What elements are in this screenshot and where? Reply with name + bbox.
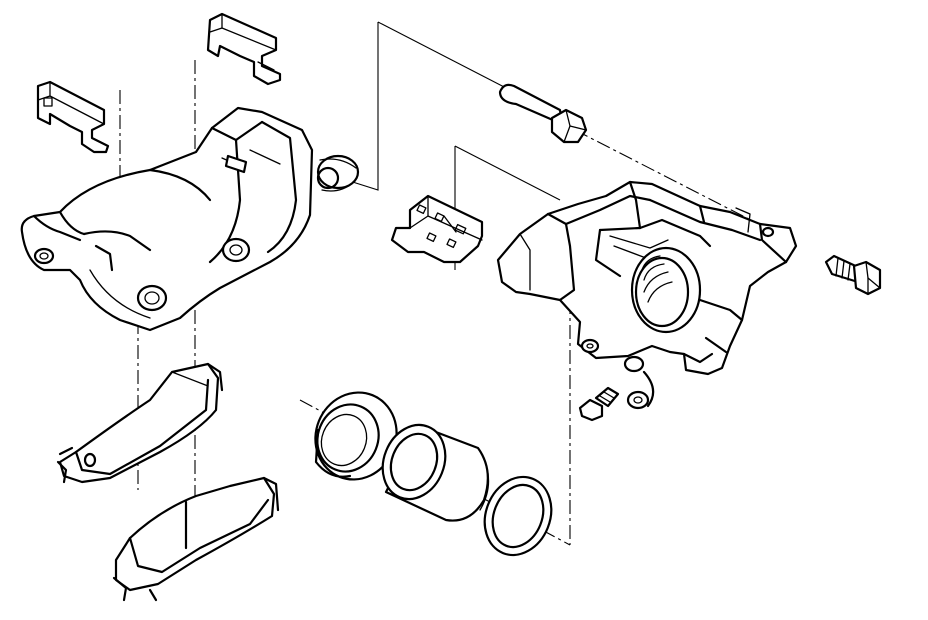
caliper-housing bbox=[496, 180, 798, 376]
caliper-bolt bbox=[824, 254, 882, 296]
guide-pin bbox=[498, 83, 588, 144]
inner-brake-pad bbox=[56, 362, 224, 484]
piston-seal bbox=[483, 475, 553, 557]
outer-brake-pad bbox=[112, 476, 280, 602]
slide-pin-boot bbox=[316, 154, 360, 192]
bleeder-cap bbox=[623, 355, 655, 410]
piston bbox=[381, 423, 490, 522]
bleeder-screw bbox=[578, 386, 620, 422]
anti-rattle-clip-left bbox=[36, 80, 110, 154]
pad-support-plate bbox=[390, 194, 484, 264]
anti-rattle-clip-upper bbox=[206, 12, 282, 86]
caliper-bracket bbox=[20, 106, 314, 332]
